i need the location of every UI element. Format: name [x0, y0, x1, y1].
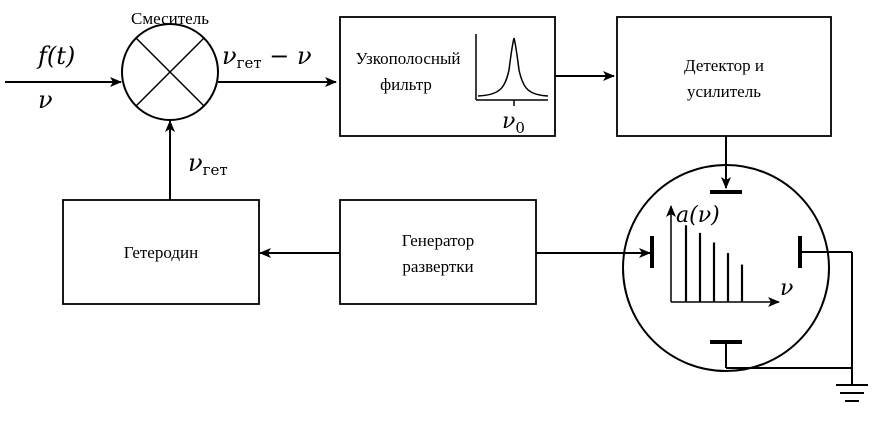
detector-box [616, 16, 832, 137]
narrowband-filter: Узкополосный фильтр ν0 [339, 16, 556, 137]
filter-label-line1: Узкополосный [355, 49, 460, 68]
detector-amplifier: Детектор и усилитель [616, 16, 832, 137]
heterodyne-box [62, 199, 260, 305]
input-signal-label: f(t) [36, 42, 75, 70]
detector-label-line1: Детектор и [684, 56, 764, 75]
screen-x-label: ν [780, 276, 793, 301]
crt-circle [622, 164, 830, 372]
mixer-cross-b [135, 37, 205, 107]
mixer-label: Смеситель [131, 9, 209, 28]
sweep-label-line1: Генератор [402, 231, 475, 250]
sweep-label-line2: развертки [402, 257, 473, 276]
input-frequency-label: ν [38, 86, 53, 114]
spectrum-lines [684, 225, 744, 302]
screen-y-label: a(ν) [676, 203, 720, 228]
heterodyne-label: Гетеродин [124, 243, 198, 262]
mixer-output-label: νгет − ν [222, 42, 312, 72]
mixer: Смеситель [121, 9, 219, 121]
heterodyne-frequency-label: νгет [188, 149, 228, 179]
filter-label-line2: фильтр [380, 75, 432, 94]
ground-wiring [725, 251, 868, 402]
filter-box [339, 16, 556, 137]
heterodyne: Гетеродин [62, 199, 260, 305]
cathode-ray-tube: a(ν) ν [622, 164, 830, 372]
filter-response-curve [477, 37, 549, 97]
detector-label-line2: усилитель [687, 82, 761, 101]
sweep-box [339, 199, 537, 305]
sweep-generator: Генератор развертки [339, 199, 537, 305]
